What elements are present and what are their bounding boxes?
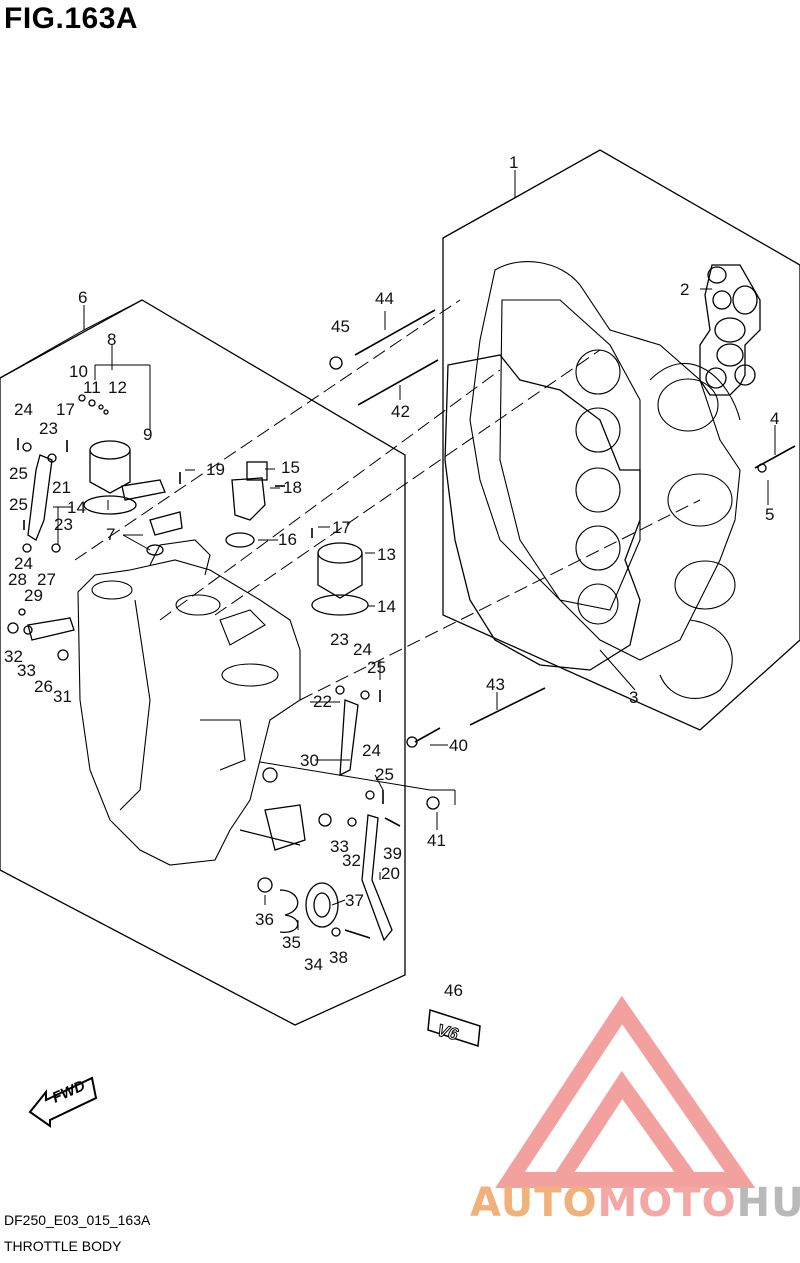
callout-31: 31 xyxy=(53,687,72,706)
watermark-logo xyxy=(495,995,756,1188)
watermark-text-auto: AUTO xyxy=(470,1180,598,1226)
callout-33a: 33 xyxy=(17,661,36,680)
callout-17b: 17 xyxy=(332,518,351,537)
callout-23b: 23 xyxy=(54,515,73,534)
callout-12: 12 xyxy=(108,378,127,397)
figure-title: FIG.163A xyxy=(4,2,139,35)
callout-9: 9 xyxy=(143,425,152,444)
figure-name: THROTTLE BODY xyxy=(4,1238,122,1254)
callout-1: 1 xyxy=(509,153,518,172)
alignment-lines xyxy=(74,299,701,701)
callout-25d: 25 xyxy=(375,765,394,784)
callout-27: 27 xyxy=(37,570,56,589)
callout-23c: 23 xyxy=(330,630,349,649)
callout-24d: 24 xyxy=(362,741,381,760)
callout-29: 29 xyxy=(24,586,43,605)
callout-24c: 24 xyxy=(353,640,372,659)
callout-28: 28 xyxy=(8,570,27,589)
v6-badge: V6 xyxy=(427,1009,481,1047)
callout-15: 15 xyxy=(281,458,300,477)
callout-34: 34 xyxy=(304,955,323,974)
callout-25a: 25 xyxy=(9,464,28,483)
linkage-parts xyxy=(27,454,393,942)
callout-36: 36 xyxy=(255,910,274,929)
callout-18: 18 xyxy=(283,478,302,497)
callout-45: 45 xyxy=(331,317,350,336)
nuts-and-washers xyxy=(7,356,767,937)
callout-19: 19 xyxy=(206,460,225,479)
callout-labels: 1 2 3 4 5 6 7 8 9 10 11 12 13 14 14 15 1… xyxy=(4,153,779,1000)
manifold-body xyxy=(469,261,741,699)
callout-4: 4 xyxy=(770,409,779,428)
callout-44: 44 xyxy=(375,289,394,308)
callout-13: 13 xyxy=(377,545,396,564)
throttle-body-housing xyxy=(77,539,301,866)
gasket-part-2 xyxy=(699,264,761,396)
callout-35: 35 xyxy=(282,933,301,952)
callout-14b: 14 xyxy=(377,597,396,616)
callout-32b: 32 xyxy=(342,851,361,870)
callout-25c: 25 xyxy=(367,658,386,677)
callout-26: 26 xyxy=(34,677,53,696)
callout-41: 41 xyxy=(427,831,446,850)
callout-25b: 25 xyxy=(9,495,28,514)
callout-46: 46 xyxy=(444,981,463,1000)
callout-8: 8 xyxy=(107,330,116,349)
figure-code: DF250_E03_015_163A xyxy=(4,1212,151,1228)
callout-20: 20 xyxy=(381,864,400,883)
callout-33b: 33 xyxy=(330,837,349,856)
callout-37: 37 xyxy=(345,891,364,910)
callout-6: 6 xyxy=(78,288,87,307)
manifold-panel-outline xyxy=(442,149,800,731)
callout-24b: 24 xyxy=(14,554,33,573)
idle-air-valve xyxy=(225,461,268,548)
callout-14a: 14 xyxy=(67,498,86,517)
callout-21: 21 xyxy=(52,478,71,497)
callout-23a: 23 xyxy=(39,419,58,438)
gasket-part-3 xyxy=(444,354,641,671)
watermark-text-hub: HUB xyxy=(736,1180,800,1226)
callout-11: 11 xyxy=(83,378,101,397)
callout-39: 39 xyxy=(383,844,402,863)
callout-43: 43 xyxy=(486,675,505,694)
callout-30: 30 xyxy=(300,751,319,770)
v6-badge-text: V6 xyxy=(435,1021,461,1045)
callout-5: 5 xyxy=(765,505,774,524)
watermark-text: AUTOMOTOHUB xyxy=(470,1180,800,1226)
callout-17a: 17 xyxy=(56,400,75,419)
callout-22: 22 xyxy=(313,692,332,711)
fwd-arrow: FWD xyxy=(28,1076,98,1128)
callout-24a: 24 xyxy=(14,400,33,419)
callout-3: 3 xyxy=(629,688,638,707)
callout-10: 10 xyxy=(69,362,88,381)
callout-7: 7 xyxy=(106,525,115,544)
callout-42: 42 xyxy=(391,402,410,421)
callout-2: 2 xyxy=(680,280,689,299)
watermark-text-moto: MOTO xyxy=(597,1180,737,1226)
callout-38: 38 xyxy=(329,948,348,967)
callout-16: 16 xyxy=(278,530,297,549)
callout-40: 40 xyxy=(449,736,468,755)
throttle-valve-parts xyxy=(83,440,369,616)
leader-lines xyxy=(0,149,776,930)
callout-32a: 32 xyxy=(4,647,23,666)
